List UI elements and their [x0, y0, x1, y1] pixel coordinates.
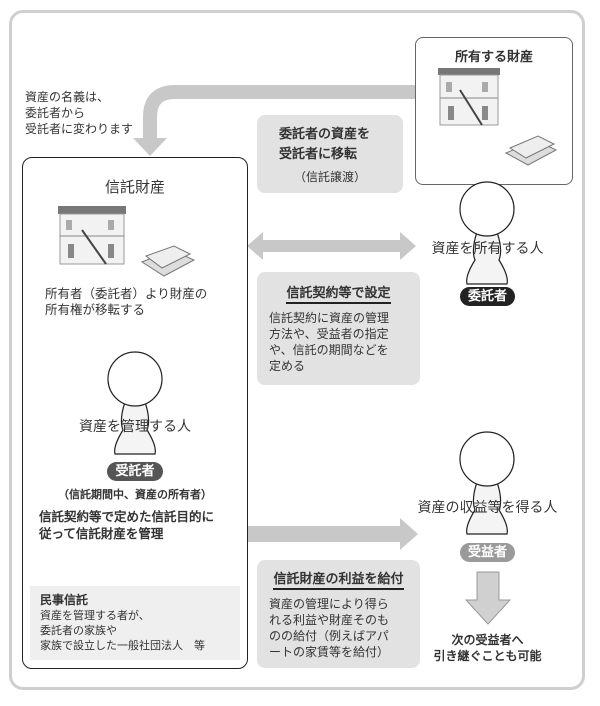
next-line: 次の受益者へ — [451, 633, 524, 647]
note-line: 受託者に変わります — [25, 122, 134, 136]
outer-frame — [9, 10, 585, 690]
apartment-and-money-icon — [58, 206, 196, 277]
transfer-line: 委託者の資産を — [279, 127, 371, 142]
transfer-box: 委託者の資産を 受託者に移転 （信託譲渡） — [257, 115, 403, 193]
trust-property-title: 信託財産 — [104, 178, 165, 196]
apartment-and-money-icon — [438, 68, 558, 166]
civil-trust-line: 家族で設立した一般社団法人 等 — [40, 639, 205, 652]
settlor-badge: 委託者 — [459, 287, 515, 306]
next-beneficiary-arrow — [464, 571, 512, 625]
settlor-person-icon — [459, 181, 515, 285]
benefit-box: 信託財産の利益を給付 資産の管理により得ら れる利益や財産そのも のの給付（例え… — [257, 560, 420, 668]
benefit-arrow — [247, 518, 418, 550]
contract-line: 定める — [269, 359, 306, 373]
trust-desc-line: 所有権が移転する — [45, 302, 146, 317]
civil-trust-line: 資産を管理する者が、 — [40, 609, 150, 622]
next-beneficiary-note: 次の受益者へ 引き継ぐことも可能 — [420, 632, 555, 664]
benefit-line: 資産の管理により得ら — [269, 597, 389, 611]
note-line: 委託者から — [25, 106, 86, 120]
name-change-arrow — [143, 85, 415, 140]
benefit-line: ートの家賃等を給付） — [269, 645, 390, 659]
trustee-sub: （信託期間中、資産の所有者） — [58, 488, 212, 501]
transfer-line: 受託者に移転 — [279, 147, 358, 162]
name-change-note: 資産の名義は、 委託者から 受託者に変わります — [25, 89, 133, 137]
trustee-person-icon — [107, 351, 163, 455]
beneficiary-badge: 受益者 — [459, 543, 515, 562]
trustee-duty-line: 従って信託財産を管理 — [39, 526, 164, 541]
benefit-title: 信託財産の利益を給付 — [273, 568, 404, 590]
contract-title: 信託契約等で設定 — [286, 282, 391, 304]
civil-trust-box: 民事信託 資産を管理する者が、 委託者の家族や 家族で設立した一般社団法人 等 — [30, 586, 240, 660]
trust-property-box: 信託財産 所有者（委託者）より財産の 所有権が移転する 資産を管理する人 受託者… — [22, 157, 248, 669]
benefit-line: れる利益や財産そのも — [269, 613, 390, 627]
beneficiary-label: 資産の収益等を得る人 — [417, 500, 558, 516]
contract-line: 方法や、受益者の指定 — [269, 327, 389, 341]
contract-line: 信託契約に資産の管理 — [269, 311, 390, 325]
civil-trust-line: 委託者の家族や — [40, 624, 117, 637]
note-line: 資産の名義は、 — [25, 90, 110, 104]
transfer-sub: （信託譲渡） — [293, 170, 366, 184]
settlor-label: 資産を所有する人 — [431, 241, 544, 257]
civil-trust-title: 民事信託 — [40, 593, 89, 607]
beneficiary-person-icon — [459, 431, 515, 535]
name-change-arrowhead — [133, 138, 167, 156]
contract-box: 信託契約等で設定 信託契約に資産の管理 方法や、受益者の指定 や、信託の期間など… — [257, 272, 420, 385]
owned-property-box: 所有する財産 — [415, 37, 573, 185]
owned-property-title: 所有する財産 — [454, 50, 533, 65]
trustee-duty-line: 信託契約等で定めた信託目的に — [39, 509, 215, 524]
trustee-label: 資産を管理する人 — [79, 419, 191, 435]
trustee-badge: 受託者 — [107, 462, 163, 481]
next-line: 引き継ぐことも可能 — [433, 649, 542, 663]
double-arrow — [247, 232, 416, 260]
benefit-line: のの給付（例えばアパ — [269, 629, 389, 643]
trust-desc-line: 所有者（委託者）より財産の — [45, 286, 208, 301]
contract-line: や、信託の期間などを — [269, 343, 389, 357]
